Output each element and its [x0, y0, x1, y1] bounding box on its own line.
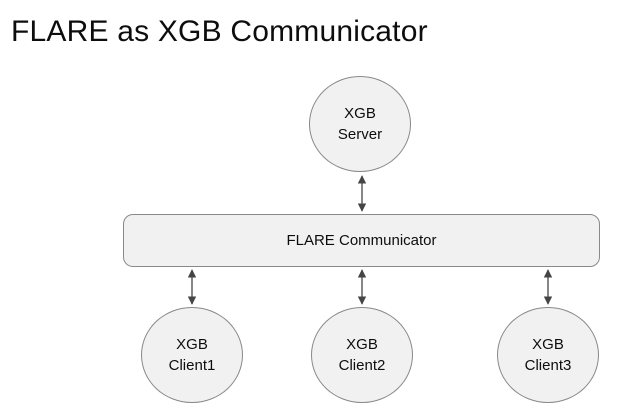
diagram-title: FLARE as XGB Communicator: [11, 15, 428, 48]
node-xgb-client1: XGB Client1: [141, 307, 243, 403]
node-xgb-client2: XGB Client2: [311, 307, 413, 403]
node-flare-communicator: FLARE Communicator: [123, 214, 600, 267]
node-xgb-client1-label: XGB Client1: [168, 336, 216, 374]
node-xgb-client2-label: XGB Client2: [338, 336, 386, 374]
node-xgb-client3-label: XGB Client3: [524, 336, 572, 374]
node-xgb-client3: XGB Client3: [497, 307, 599, 403]
node-xgb-server-label: XGB Server: [337, 105, 383, 143]
node-xgb-server: XGB Server: [309, 76, 411, 172]
node-flare-communicator-label: FLARE Communicator: [286, 232, 437, 249]
